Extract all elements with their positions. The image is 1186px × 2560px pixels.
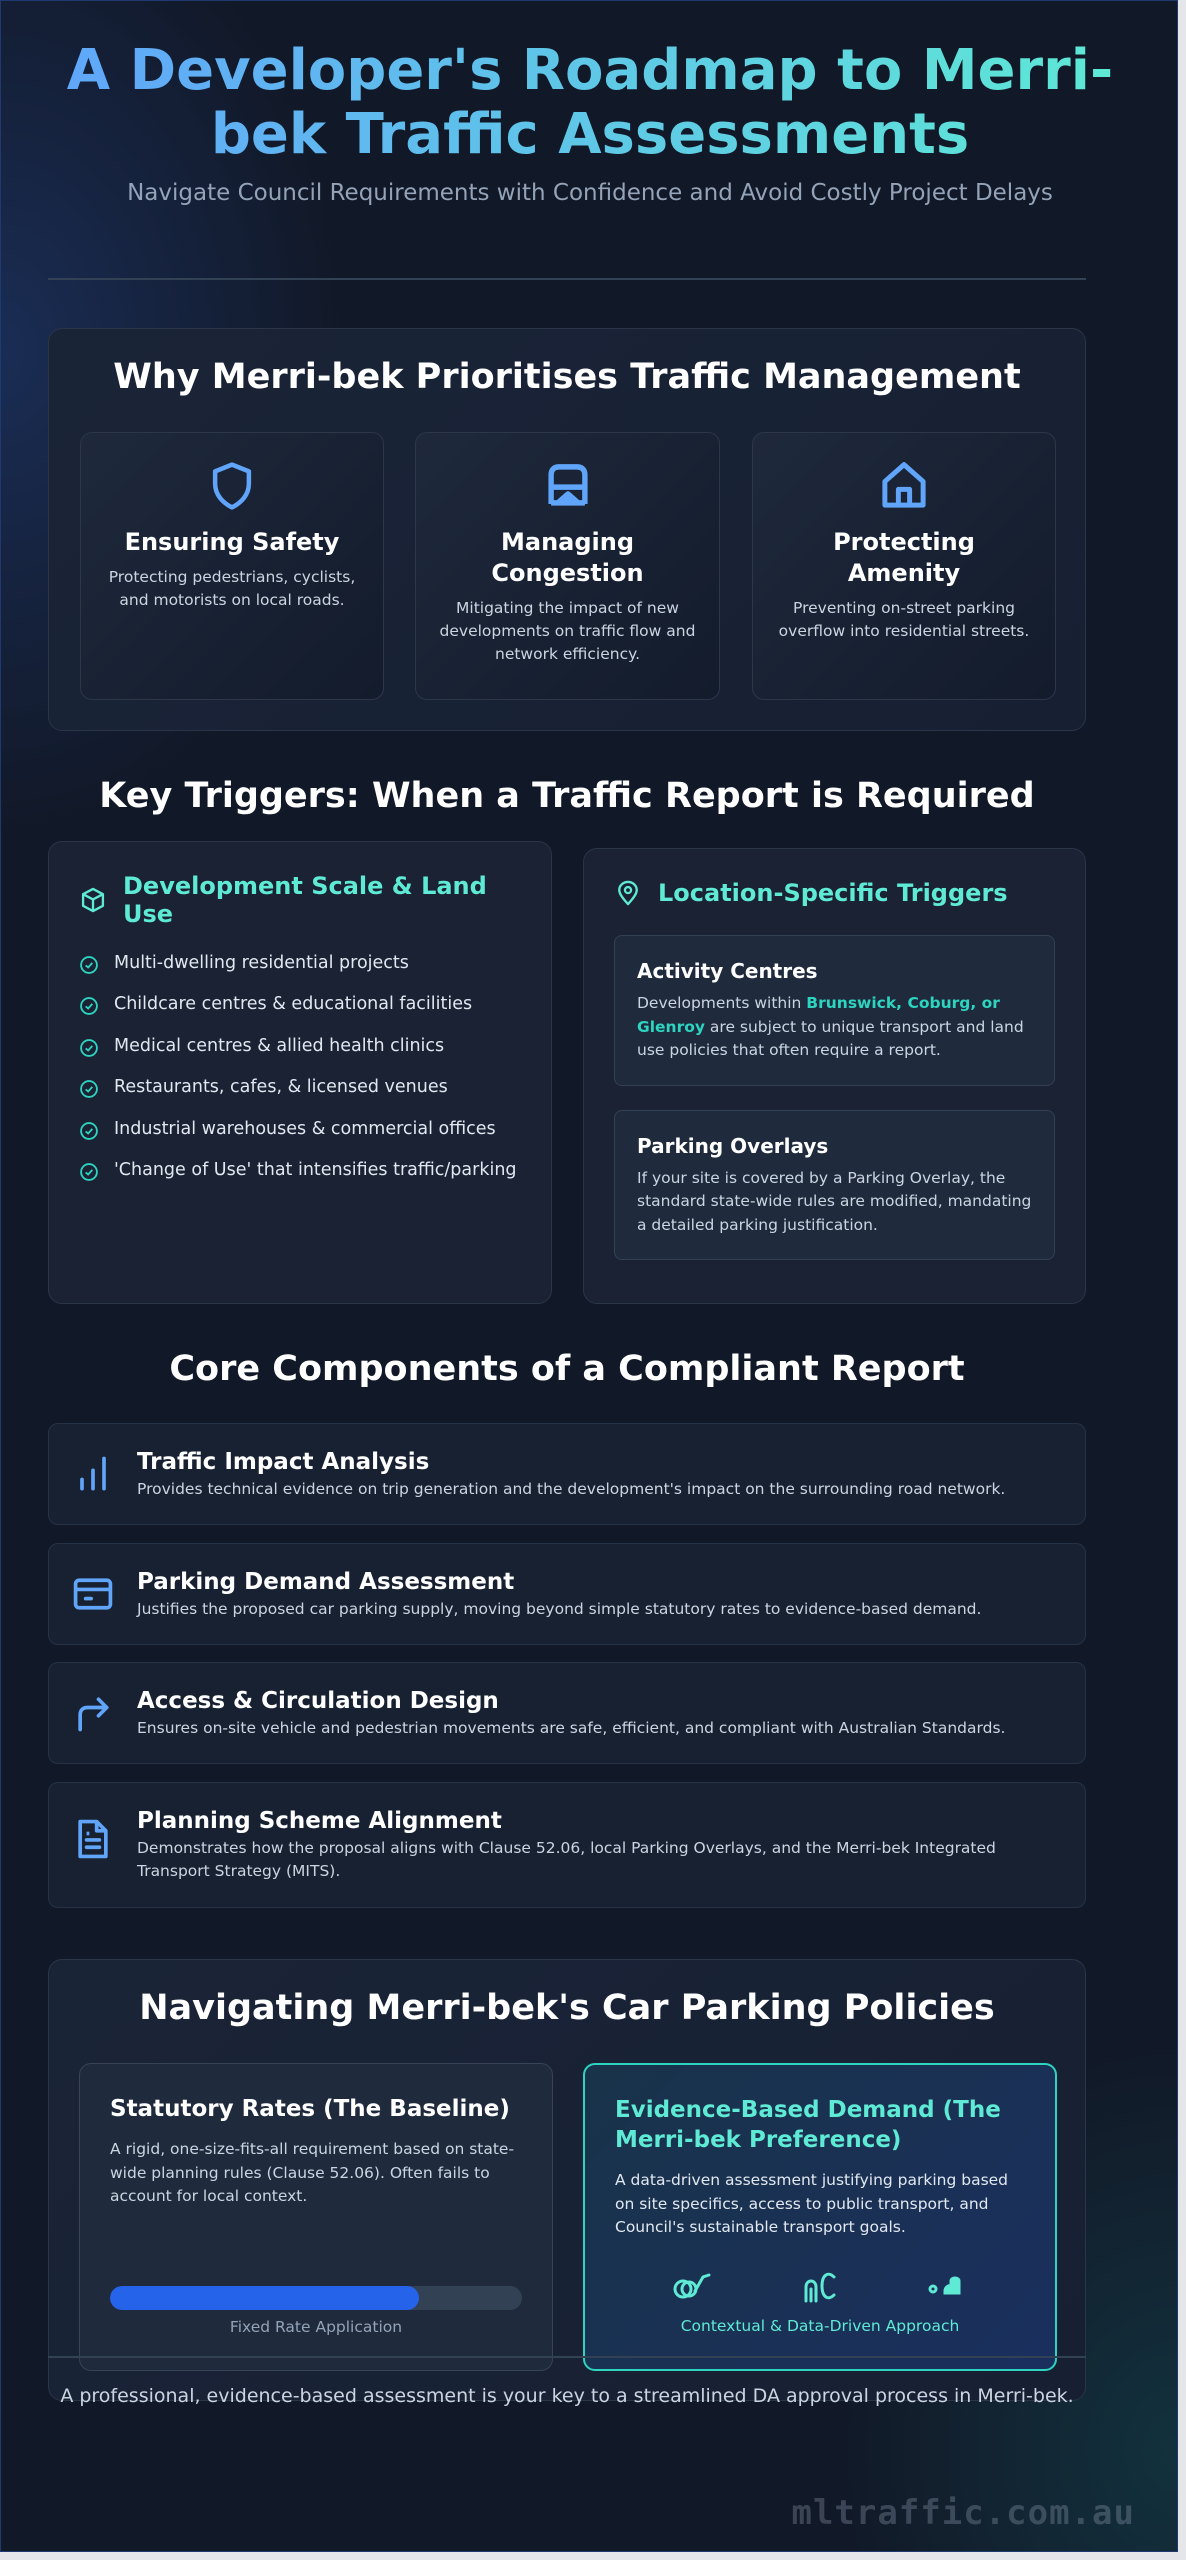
highlight-suburbs: Brunswick, Coburg, or Glenroy: [637, 994, 1000, 1036]
map-pin-icon: [618, 880, 638, 906]
turn-right-arrow-icon: [78, 1697, 109, 1732]
activity-centres-text: Developments within Brunswick, Coburg, o…: [637, 994, 1024, 1059]
approach-caption: Contextual & Data-Driven Approach: [680, 2317, 960, 2335]
why-card-title: Ensuring Safety: [124, 528, 340, 556]
trigger-list: Multi-dwelling residential projects Chil…: [79, 942, 521, 1191]
header-divider: [48, 278, 1086, 280]
watermark: mltraffic.com.au: [791, 2493, 1135, 2533]
why-card-title: Managing Congestion: [491, 528, 644, 587]
bar-chart-icon: [80, 1456, 106, 1491]
development-scale-card: Development Scale & Land Use Multi-dwell…: [48, 841, 552, 1304]
list-item: 'Change of Use' that intensifies traffic…: [79, 1150, 521, 1192]
document-icon: [78, 1819, 108, 1859]
footer-text: A professional, evidence-based assessmen…: [60, 2385, 1074, 2407]
bus-icon: [547, 464, 588, 506]
fixed-rate-progress-bar: [110, 2286, 522, 2310]
parking-overlays-box: Parking Overlays If your site is covered…: [614, 1109, 1055, 1260]
walking-icon: [804, 2272, 836, 2303]
check-circle-icon: [80, 1163, 98, 1182]
why-section: Why Merri-bek Prioritises Traffic Manage…: [48, 328, 1086, 731]
statutory-rates-card: Statutory Rates (The Baseline) A rigid, …: [79, 2063, 553, 2371]
why-card-safety: Ensuring Safety Protecting pedestrians, …: [80, 432, 384, 700]
activity-centres-box: Activity Centres Developments within Bru…: [614, 935, 1055, 1086]
progress-fill: [110, 2286, 419, 2310]
why-card-text: Preventing on-street parking overflow in…: [778, 599, 1030, 640]
why-heading: Why Merri-bek Prioritises Traffic Manage…: [113, 357, 1021, 397]
check-circle-icon: [80, 1038, 98, 1057]
cube-icon: [81, 887, 105, 913]
bar-label: Fixed Rate Application: [229, 2318, 403, 2336]
list-item: Childcare centres & educational faciliti…: [79, 984, 521, 1026]
list-item: Restaurants, cafes, & licensed venues: [79, 1067, 521, 1109]
why-card-text: Protecting pedestrians, cyclists, and mo…: [108, 568, 356, 609]
triggers-heading: Key Triggers: When a Traffic Report is R…: [99, 776, 1035, 816]
page-subtitle: Navigate Council Requirements with Confi…: [127, 180, 1053, 206]
parking-policies-section: Navigating Merri-bek's Car Parking Polic…: [48, 1959, 1086, 2401]
why-card-text: Mitigating the impact of new development…: [439, 599, 696, 663]
approach-icons: [585, 2269, 1055, 2303]
check-circle-icon: [80, 955, 98, 974]
list-item: Medical centres & allied health clinics: [79, 1025, 521, 1067]
footer-divider: [48, 2356, 1086, 2358]
location-triggers-card: Location-Specific Triggers Activity Cent…: [583, 848, 1086, 1304]
bicycle-icon: [673, 2273, 711, 2299]
shield-icon: [212, 462, 252, 510]
house-icon: [882, 462, 926, 508]
check-circle-icon: [80, 1121, 98, 1140]
list-item: Industrial warehouses & commercial offic…: [79, 1108, 521, 1150]
why-card-congestion: Managing Congestion Mitigating the impac…: [415, 432, 720, 700]
evidence-based-card: Evidence-Based Demand (The Merri-bek Pre…: [583, 2063, 1057, 2371]
why-card-title: Protecting Amenity: [833, 528, 975, 587]
location-triggers-title: Location-Specific Triggers: [614, 879, 1055, 907]
list-item: Multi-dwelling residential projects: [79, 942, 521, 984]
why-card-amenity: Protecting Amenity Preventing on-street …: [752, 432, 1056, 700]
check-circle-icon: [80, 1080, 98, 1099]
parking-card-icon: [73, 1578, 113, 1610]
check-circle-icon: [80, 997, 98, 1016]
components-heading: Core Components of a Compliant Report: [169, 1349, 965, 1389]
parking-heading: Navigating Merri-bek's Car Parking Polic…: [139, 1988, 995, 2028]
transit-icon: [928, 2276, 961, 2295]
page-title: A Developer's Roadmap to Merri-bek Traff…: [41, 39, 1139, 167]
development-scale-title: Development Scale & Land Use: [79, 872, 521, 928]
